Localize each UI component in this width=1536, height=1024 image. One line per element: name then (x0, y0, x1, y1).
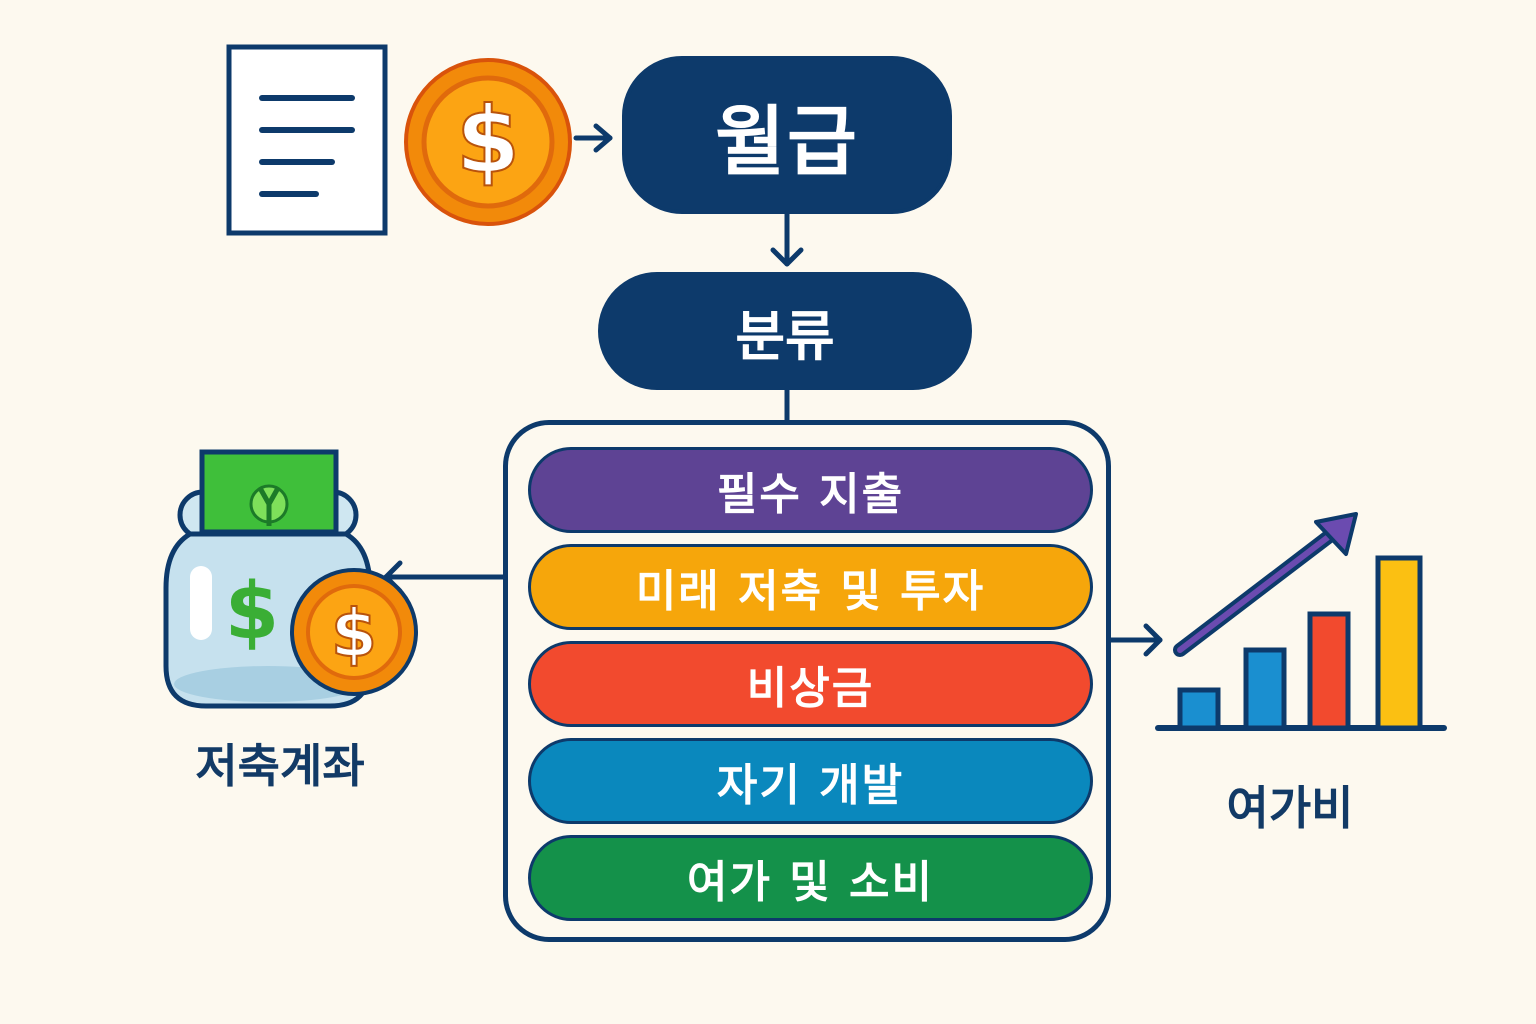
svg-text:$: $ (331, 595, 377, 672)
leisure-budget-label: 여가비 (1226, 781, 1354, 835)
category-emergency-fund: 비상금 (528, 641, 1093, 727)
document-icon (226, 44, 388, 236)
svg-text:$: $ (225, 567, 279, 657)
category-self-development: 자기 개발 (528, 738, 1093, 824)
category-box: 필수 지출 미래 저축 및 투자 비상금 자기 개발 여가 및 소비 (503, 420, 1111, 942)
growth-chart-icon (1155, 512, 1447, 731)
category-savings-investment: 미래 저축 및 투자 (528, 544, 1093, 630)
salary-node: 월급 (622, 56, 952, 214)
classify-node: 분류 (598, 272, 972, 390)
coin-icon: $ (404, 58, 572, 226)
category-essential-expenses: 필수 지출 (528, 447, 1093, 533)
svg-text:$: $ (456, 87, 520, 194)
savings-jar-icon: $ $ (163, 449, 418, 709)
category-leisure-spending: 여가 및 소비 (528, 835, 1093, 921)
savings-account-label: 저축계좌 (195, 739, 365, 793)
